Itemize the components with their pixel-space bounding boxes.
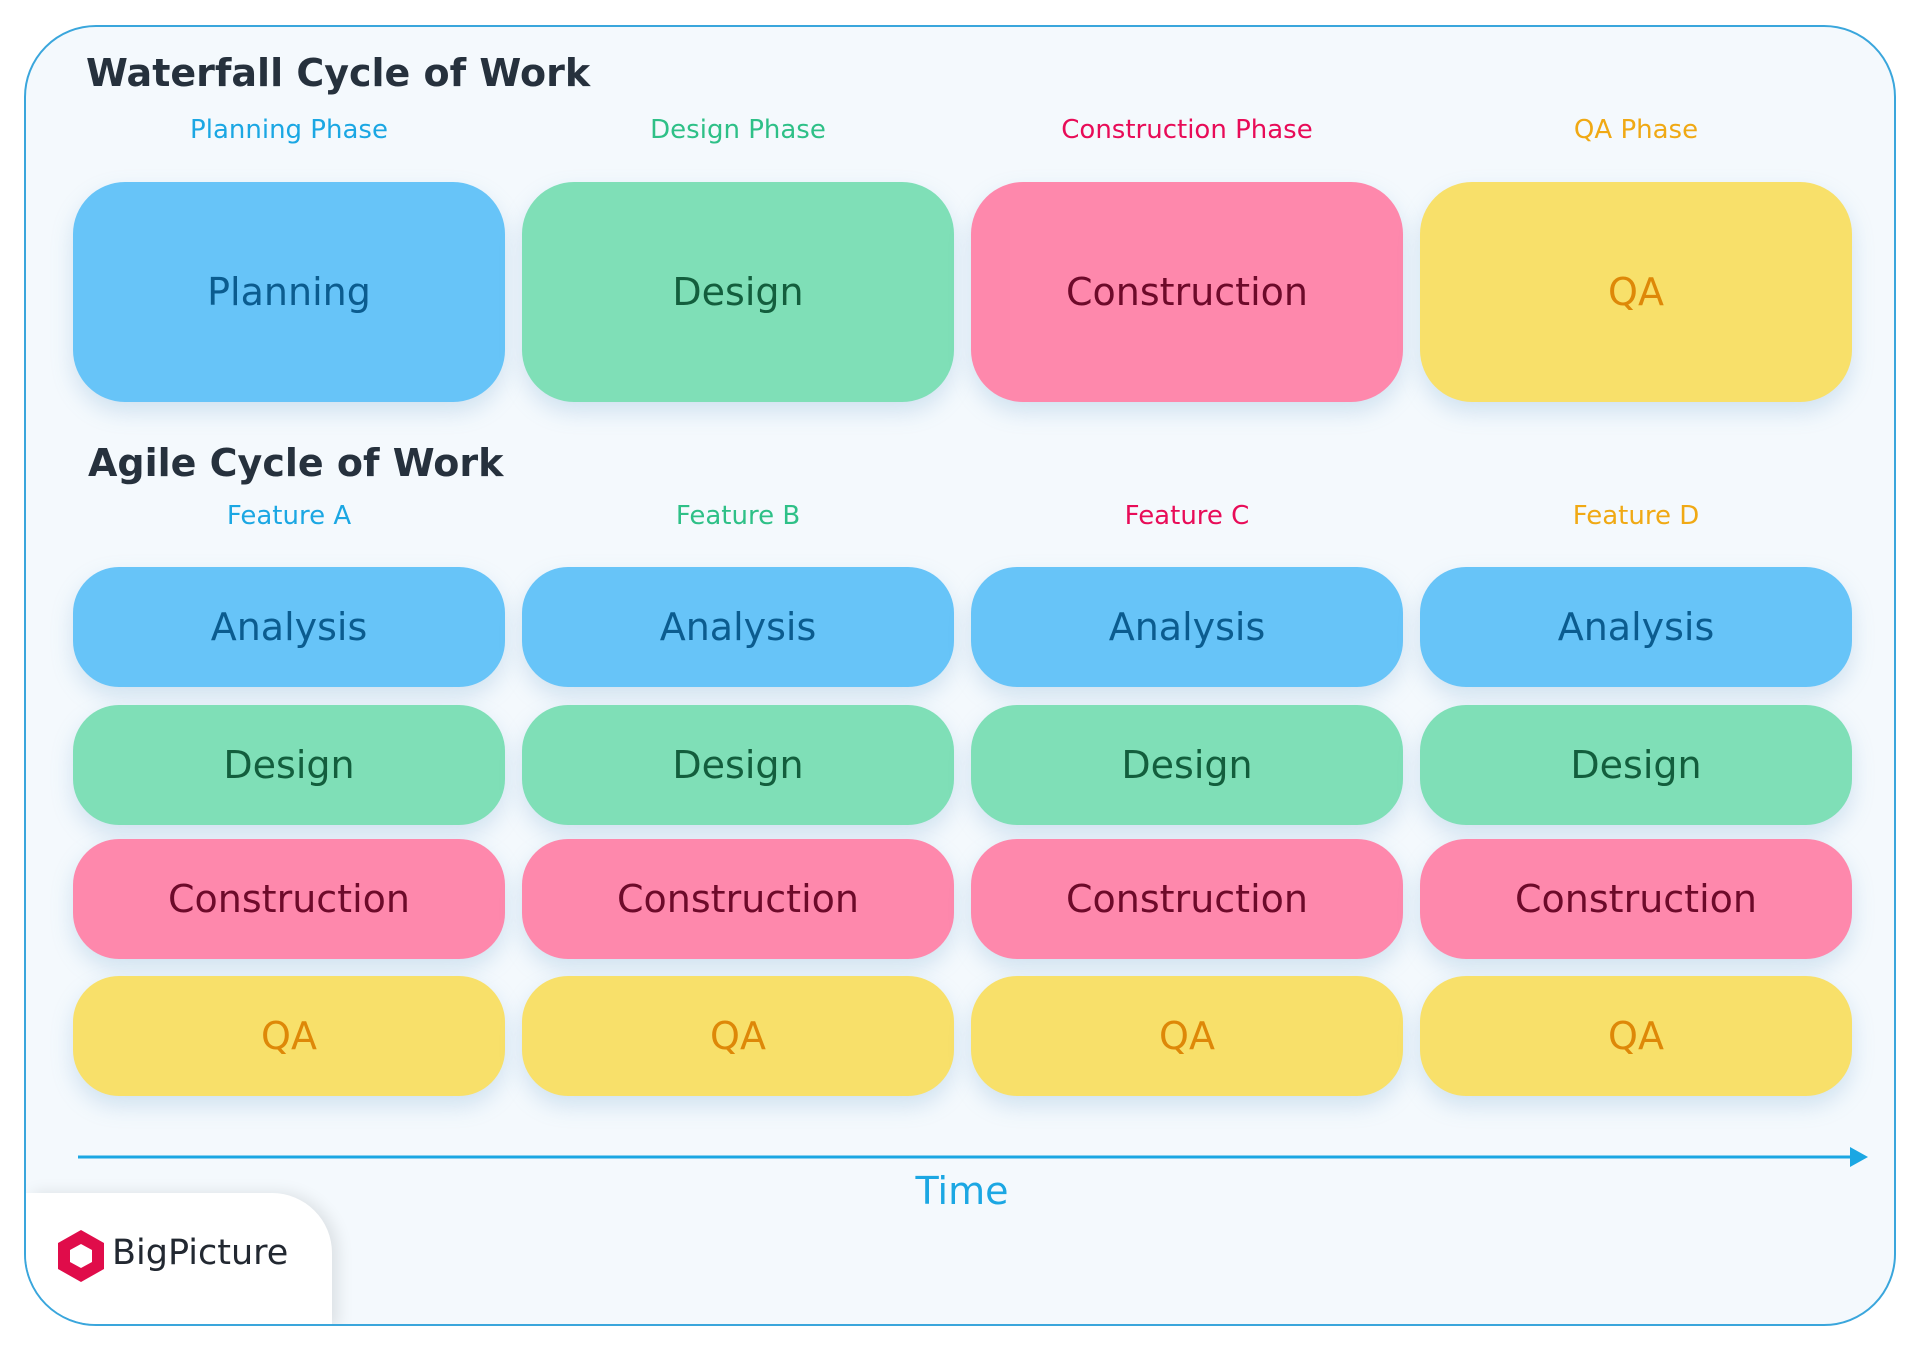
hexagon-logo-icon xyxy=(58,1230,104,1282)
agile-c-construction: Construction xyxy=(971,839,1403,959)
agile-c-qa: QA xyxy=(971,976,1403,1096)
waterfall-title: Waterfall Cycle of Work xyxy=(86,51,591,95)
diagram-frame: Waterfall Cycle of Work Planning Phase D… xyxy=(24,25,1896,1326)
agile-d-design: Design xyxy=(1420,705,1852,825)
agile-a-design: Design xyxy=(73,705,505,825)
agile-d-qa: QA xyxy=(1420,976,1852,1096)
agile-b-qa: QA xyxy=(522,976,954,1096)
agile-b-construction: Construction xyxy=(522,839,954,959)
agile-a-qa: QA xyxy=(73,976,505,1096)
arrowhead-icon xyxy=(1850,1147,1868,1167)
waterfall-phase-label-planning: Planning Phase xyxy=(190,115,388,145)
brand-name: BigPicture xyxy=(112,1233,289,1273)
agile-b-analysis: Analysis xyxy=(522,567,954,687)
agile-feature-label-a: Feature A xyxy=(226,501,352,531)
agile-d-construction: Construction xyxy=(1420,839,1852,959)
waterfall-box-construction: Construction xyxy=(971,182,1403,402)
agile-b-design: Design xyxy=(522,705,954,825)
time-axis-arrow xyxy=(78,1147,1868,1167)
agile-feature-label-b: Feature B xyxy=(675,501,801,531)
agile-c-analysis: Analysis xyxy=(971,567,1403,687)
agile-a-construction: Construction xyxy=(73,839,505,959)
waterfall-box-planning: Planning xyxy=(73,182,505,402)
agile-c-design: Design xyxy=(971,705,1403,825)
time-axis-label: Time xyxy=(915,1169,1009,1213)
brand-logo-card: BigPicture xyxy=(26,1193,332,1324)
waterfall-phase-label-construction: Construction Phase xyxy=(1061,115,1313,145)
agile-title: Agile Cycle of Work xyxy=(88,441,504,485)
waterfall-phase-label-qa: QA Phase xyxy=(1573,115,1699,145)
waterfall-box-qa: QA xyxy=(1420,182,1852,402)
waterfall-box-design: Design xyxy=(522,182,954,402)
agile-feature-label-d: Feature D xyxy=(1572,501,1700,531)
agile-d-analysis: Analysis xyxy=(1420,567,1852,687)
agile-a-analysis: Analysis xyxy=(73,567,505,687)
waterfall-phase-label-design: Design Phase xyxy=(650,115,826,145)
agile-feature-label-c: Feature C xyxy=(1124,501,1250,531)
